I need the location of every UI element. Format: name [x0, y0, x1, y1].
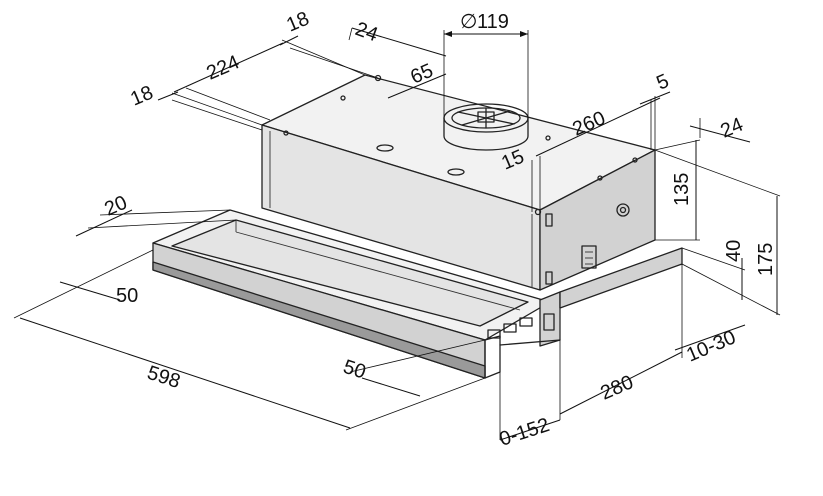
diameter-icon: ∅	[460, 11, 477, 33]
telescopic-tray	[152, 209, 683, 379]
control-button-icon	[503, 323, 517, 333]
dim-right-24: 24	[717, 114, 746, 143]
side-screw-icon	[616, 203, 630, 217]
dim-width-598: 598	[144, 362, 183, 393]
dim-outlet-diameter: ∅ 119	[460, 11, 509, 33]
dim-height-40: 40	[723, 240, 745, 262]
dim-right-260: 260	[569, 107, 608, 140]
dim-height-135: 135	[671, 173, 693, 206]
dimension-lines	[13, 27, 781, 441]
dim-outlet-offset: 65	[407, 60, 436, 89]
dim-top-depth-right: 18	[283, 8, 312, 37]
dim-height-175: 175	[755, 243, 777, 276]
dim-front-20: 20	[101, 192, 130, 221]
dim-top-width: 224	[203, 51, 242, 84]
dim-front-50-center: 50	[340, 356, 368, 384]
dim-top-depth-left: 18	[127, 82, 156, 111]
control-button-icon	[487, 329, 501, 339]
dim-right-5: 5	[653, 70, 672, 95]
side-connector-icon	[581, 245, 597, 269]
dim-bottom-10-30: 10-30	[683, 326, 739, 366]
dim-front-50-left: 50	[116, 285, 138, 307]
dim-bottom-0-152: 0-152	[497, 414, 552, 451]
dim-bottom-280: 280	[597, 371, 636, 404]
control-button-icon	[519, 317, 533, 327]
hood-body	[261, 74, 656, 291]
dim-outlet-diameter-value: 119	[477, 11, 509, 33]
dim-top-24: 24	[352, 18, 380, 46]
